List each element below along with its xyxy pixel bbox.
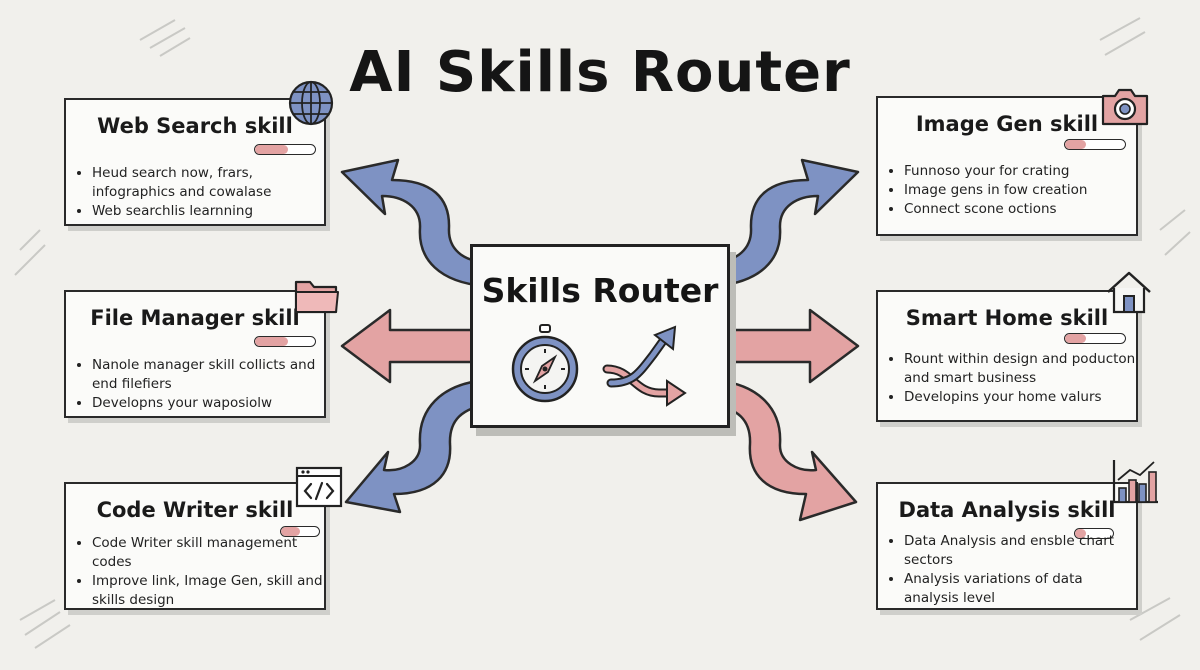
- skill-card-web-search: Web Search skill Heud search now, frars,…: [64, 98, 326, 226]
- skill-bullet: Analysis variations of data analysis lev…: [904, 570, 1136, 608]
- skill-card-title: Code Writer skill: [96, 498, 294, 522]
- arrow-to-image-gen: [710, 158, 860, 288]
- skill-card-data-analysis: Data Analysis skill Data Analysis and en…: [876, 482, 1138, 610]
- skill-card-image-gen: Image Gen skill Funnoso your for crating…: [876, 96, 1138, 236]
- skill-bullet: Developins your home valurs: [904, 388, 1136, 407]
- skill-bullet-list: Rount within design and poducton and sma…: [888, 350, 1136, 407]
- skills-router-label: Skills Router: [481, 271, 719, 310]
- skill-progress-bar: [1064, 333, 1126, 344]
- arrow-to-data-analysis: [708, 378, 858, 522]
- skill-progress-bar: [280, 526, 320, 537]
- skill-bullet: Rount within design and poducton and sma…: [904, 350, 1136, 388]
- skill-bullet: Improve link, Image Gen, skill and skill…: [92, 572, 324, 610]
- skill-card-title: File Manager skill: [90, 306, 300, 330]
- skill-bullet: Heud search now, frars, infographics and…: [92, 164, 324, 202]
- skill-card-code-writer: Code Writer skill Code Writer skill mana…: [64, 482, 326, 610]
- arrow-to-web-search: [340, 158, 490, 288]
- skill-bullet: Developns your waposiolw: [92, 394, 324, 413]
- skill-bullet: Data Analysis and ensble chart sectors: [904, 532, 1136, 570]
- skill-bullet-list: Code Writer skill management codes Impro…: [76, 534, 324, 610]
- arrow-to-smart-home: [708, 308, 860, 384]
- skill-card-title: Smart Home skill: [905, 306, 1109, 330]
- arrow-to-file-manager: [340, 308, 492, 384]
- skill-card-title: Web Search skill: [97, 114, 293, 138]
- skill-bullet-list: Data Analysis and ensble chart sectors A…: [888, 532, 1136, 608]
- skill-progress-bar: [254, 336, 316, 347]
- folder-icon: [294, 280, 339, 314]
- bar-chart-icon: [1112, 460, 1158, 504]
- skill-card-smart-home: Smart Home skill Rount within design and…: [876, 290, 1138, 422]
- skill-progress-bar: [1064, 139, 1126, 150]
- background-doodles: [14, 17, 1191, 649]
- skill-bullet-list: Nanole manager skill collicts and end fi…: [76, 356, 324, 413]
- house-icon: [1107, 271, 1151, 314]
- skill-bullet: Image gens in fow creation: [904, 181, 1087, 200]
- skill-bullet: Connect scone octions: [904, 200, 1087, 219]
- camera-icon: [1101, 88, 1149, 126]
- arrow-to-code-writer: [344, 378, 492, 514]
- skill-progress-bar: [254, 144, 316, 155]
- skill-bullet-list: Funnoso your for crating Image gens in f…: [888, 162, 1087, 219]
- code-window-icon: [295, 466, 343, 508]
- compass-icon: [511, 324, 579, 403]
- skills-router-box: Skills Router: [470, 244, 730, 428]
- diagram-title: AI Skills Router: [349, 40, 851, 105]
- skill-progress-bar: [1074, 528, 1114, 539]
- skill-card-file-manager: File Manager skill Nanole manager skill …: [64, 290, 326, 418]
- skill-bullet: Web searchlis learnning: [92, 202, 324, 221]
- routing-arrows-icon: [602, 325, 687, 407]
- skill-card-title: Data Analysis skill: [898, 498, 1116, 522]
- globe-icon: [288, 80, 334, 126]
- skill-bullet: Nanole manager skill collicts and end fi…: [92, 356, 324, 394]
- skill-bullet: Funnoso your for crating: [904, 162, 1087, 181]
- skill-bullet-list: Heud search now, frars, infographics and…: [76, 164, 324, 221]
- skill-card-title: Image Gen skill: [915, 112, 1099, 136]
- skill-bullet: Code Writer skill management codes: [92, 534, 324, 572]
